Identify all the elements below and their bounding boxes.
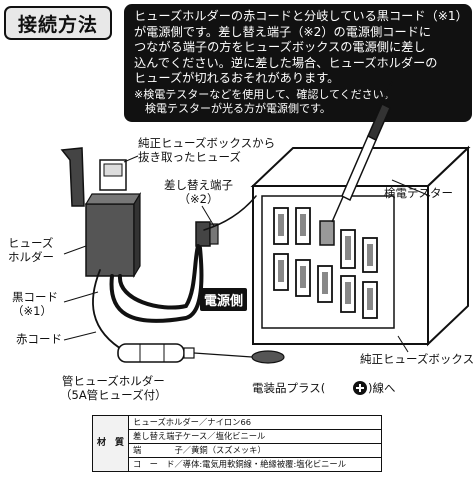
spec-cell: コ ー ド／導体:電気用軟銅線・絶縁被覆:塩化ビニール: [128, 457, 382, 472]
plus-line-label-left: 電装品プラス(: [252, 381, 326, 395]
tube-holder-label-line: 管ヒューズホルダー: [61, 374, 165, 388]
instruction-line: つながる端子の方をヒューズボックスの電源側に差し: [134, 40, 426, 55]
note-line: 検電テスターが光る方が電源側です。: [134, 101, 331, 115]
pulled-fuse-label-line: 純正ヒューズボックスから: [138, 136, 276, 150]
plus-line-label-right: )線へ: [368, 381, 396, 395]
tube-holder-label: 管ヒューズホルダー （5A管ヒューズ付）: [60, 374, 167, 402]
pulled-fuse-label: 純正ヒューズボックスから 抜き取ったヒューズ: [138, 136, 275, 164]
instruction-line: が電源側です。差し替え端子（※2）の電源側コードに: [134, 24, 432, 39]
tube-holder-label-line: （5A管ヒューズ付）: [60, 388, 167, 402]
voltage-tester: [331, 81, 393, 223]
pulled-fuse: [99, 159, 127, 191]
spec-cell: 差し替え端子ケース／塩化ビニール: [128, 429, 382, 444]
holder-label-line: ヒューズ: [8, 236, 54, 250]
terminal-label-line: （※2）: [178, 192, 219, 206]
note-line: ※検電テスターなどを使用して、確認してください。: [134, 87, 395, 101]
tester-label: 検電テスター: [384, 186, 453, 200]
instruction-line: ヒューズホルダーの赤コードと分岐している黒コード（※1）: [134, 9, 468, 23]
swap-terminal: [195, 221, 219, 247]
material-spec-table: 材 質 ヒューズホルダー／ナイロン66 差し替え端子ケース／塩化ビニール 端 子…: [91, 415, 382, 472]
tube-fuse-holder: [117, 343, 285, 364]
spec-row: 差し替え端子ケース／塩化ビニール: [93, 429, 382, 444]
black-cord-label-line: （※1）: [12, 304, 52, 318]
holder-label: ヒューズ ホルダー: [8, 236, 54, 264]
instruction-box: ヒューズホルダーの赤コードと分岐している黒コード（※1） が電源側です。差し替え…: [124, 4, 472, 122]
instruction-line: ヒューズが切れるおそれがあります。: [134, 71, 340, 86]
red-cord-label: 赤コード: [16, 332, 62, 346]
holder-label-line: ホルダー: [8, 250, 54, 264]
terminal-label-line: 差し替え端子: [164, 178, 233, 192]
spec-cell: 端 子／黄銅（スズメッキ）: [128, 443, 382, 458]
fuse-slots: [273, 207, 378, 319]
black-cord-label: 黒コード （※1）: [12, 290, 58, 318]
fuse-box-label: 純正ヒューズボックス: [360, 352, 475, 366]
power-side-badge: 電源側: [200, 288, 248, 311]
instruction-notes: ※検電テスターなどを使用して、確認してください。 検電テスターが光る方が電源側で…: [134, 88, 464, 116]
pulled-fuse-label-line: 抜き取ったヒューズ: [138, 150, 241, 164]
cords: [92, 195, 257, 353]
spec-row: 材 質 ヒューズホルダー／ナイロン66: [91, 415, 382, 472]
instruction-line: 込んでください。逆に差した場合、ヒューズホルダーの: [134, 55, 438, 70]
terminal-label: 差し替え端子 （※2）: [164, 178, 233, 206]
black-cord-label-line: 黒コード: [12, 290, 58, 304]
leader-lines: [63, 155, 431, 353]
spec-row: コ ー ド／導体:電気用軟銅線・絶縁被覆:塩化ビニール: [93, 457, 382, 472]
plus-icon: [353, 381, 367, 395]
spec-row: 端 子／黄銅（スズメッキ）: [93, 443, 382, 458]
spec-header: 材 質: [91, 415, 130, 472]
spec-cell: ヒューズホルダー／ナイロン66: [128, 415, 382, 430]
section-title: 接続方法: [4, 6, 112, 40]
